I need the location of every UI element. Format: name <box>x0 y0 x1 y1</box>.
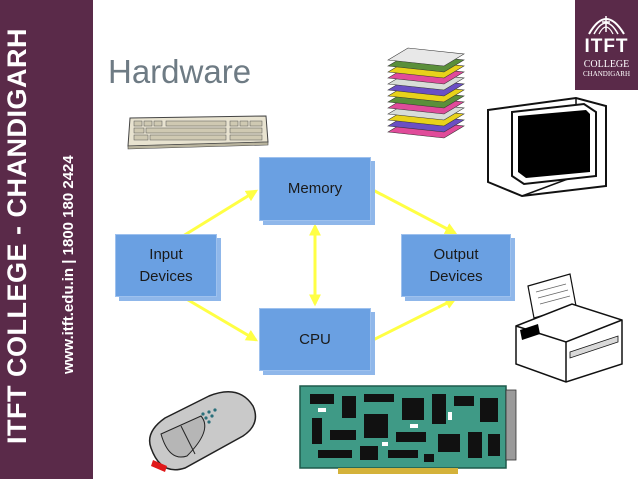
logo-line1: COLLEGE <box>583 59 630 70</box>
input-devices-box: Input Devices <box>115 234 217 297</box>
printer-icon <box>515 273 623 383</box>
input-devices-label: Input Devices <box>139 245 193 285</box>
cpu-label: CPU <box>299 330 331 348</box>
output-devices-box: Output Devices <box>401 234 511 297</box>
arrow-cpu-to-output <box>370 297 458 343</box>
memory-box: Memory <box>259 157 371 221</box>
monitor-icon <box>487 96 607 198</box>
floppy-disks-icon <box>387 47 465 139</box>
arrow-input-to-cpu <box>182 295 259 342</box>
college-logo: ITFT COLLEGE CHANDIGARH <box>575 0 638 90</box>
circuit-board-icon <box>299 385 517 474</box>
keyboard-icon <box>127 115 269 150</box>
logo-name: ITFT <box>584 36 629 57</box>
arrow-memory-to-output <box>370 187 458 235</box>
sidebar-banner: ITFT COLLEGE - CHANDIGARH www.itft.edu.i… <box>0 0 93 479</box>
memory-label: Memory <box>287 180 343 197</box>
page-title: Hardware <box>108 53 252 90</box>
output-devices-label: Output Devices <box>429 245 483 285</box>
logo-line2: CHANDIGARH <box>582 70 631 78</box>
cpu-box: CPU <box>259 308 371 371</box>
mouse-icon <box>148 391 257 472</box>
arrow-input-to-memory <box>182 189 259 238</box>
logo-emblem-icon <box>588 16 625 35</box>
